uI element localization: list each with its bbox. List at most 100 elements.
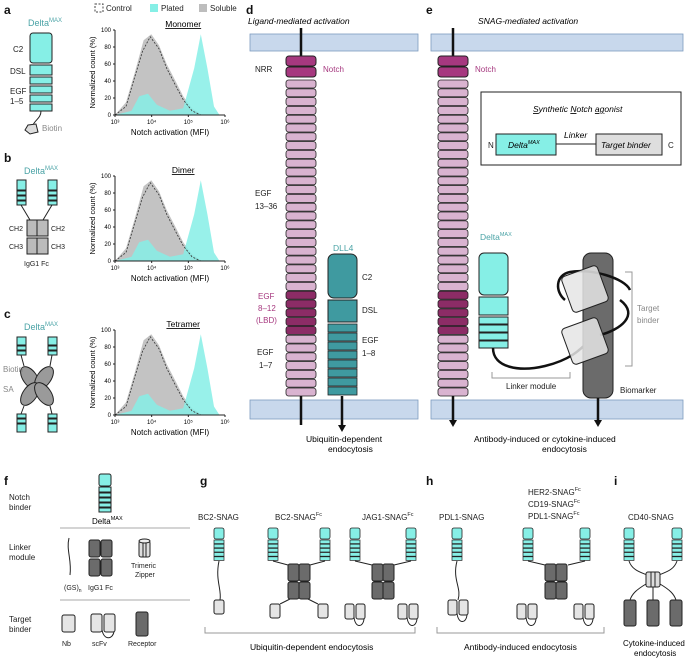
e-target-bracket xyxy=(625,271,633,367)
g-bc2: BC2-SNAG xyxy=(198,513,239,522)
lbd-egf-segment xyxy=(285,290,317,300)
deltamax-c2 xyxy=(671,527,683,540)
deltamax-egf xyxy=(349,539,361,544)
h-caption: Antibody-induced endocytosis xyxy=(464,642,577,652)
fc-domain xyxy=(555,581,568,600)
deltamax-egf xyxy=(267,552,279,557)
y-tick-label: 100 xyxy=(101,328,112,334)
deltamax-egf xyxy=(579,543,591,549)
scfv-linker xyxy=(456,612,468,622)
histogram-title: Dimer xyxy=(172,165,195,175)
e-snag-box: Synthetic Notch agonist N DeltaMAX Linke… xyxy=(480,91,682,166)
f-trimeric-1: Trimeric xyxy=(131,563,157,570)
egf-segment xyxy=(437,264,469,274)
fc-domain xyxy=(287,563,300,582)
deltamax-egf xyxy=(349,556,361,561)
dll4-egf-segment xyxy=(327,341,358,351)
d-title: Ligand-mediated activation xyxy=(248,16,350,26)
e-notch: Notch xyxy=(475,65,496,74)
y-tick-label: 100 xyxy=(101,174,112,180)
a-egf-range: 1–5 xyxy=(10,97,24,106)
svg-text:DeltaMAX: DeltaMAX xyxy=(508,140,540,150)
e-arrow-1 xyxy=(449,420,457,427)
egf-segment xyxy=(285,255,317,265)
egf-segment xyxy=(285,361,317,371)
f-igg: IgG1 Fc xyxy=(88,585,113,592)
egf-segment xyxy=(437,378,469,388)
deltamax-egf xyxy=(319,556,331,561)
deltamax-egf xyxy=(405,543,417,549)
d-dsl: DSL xyxy=(362,306,378,315)
x-tick-label: 10⁴ xyxy=(147,265,157,272)
f-linker-2: module xyxy=(9,553,36,562)
y-tick-label: 0 xyxy=(108,413,112,419)
deltamax-egf xyxy=(522,548,534,553)
f-deltamax xyxy=(98,473,112,513)
egf-segment xyxy=(437,185,469,195)
f-receptor: Receptor xyxy=(128,641,157,648)
deltamax-egf xyxy=(213,548,225,553)
d-nrr: NRR xyxy=(255,65,273,74)
deltamax-egf xyxy=(213,556,225,561)
c-tetramer-molecule xyxy=(16,336,58,433)
y-tick-label: 0 xyxy=(108,259,112,265)
f-receptor-shape xyxy=(135,611,149,637)
y-tick-label: 80 xyxy=(104,191,111,197)
deltamax-egf xyxy=(623,552,635,557)
hinge xyxy=(309,560,326,566)
a-delta-label: DeltaMAX xyxy=(28,18,62,28)
plated-curve xyxy=(115,334,225,415)
e-linker-module: Linker module xyxy=(506,382,557,391)
nrr-segment xyxy=(437,55,469,67)
panel-h-label: h xyxy=(426,474,433,488)
d-egf-8-range: 8–12 xyxy=(258,304,276,313)
lbd-egf-segment xyxy=(437,317,469,327)
deltamax-egf xyxy=(671,539,683,544)
hinge xyxy=(393,560,412,566)
egf-segment xyxy=(285,334,317,344)
egf-segment xyxy=(437,176,469,186)
h-pdl1: PDL1-SNAG xyxy=(439,513,484,522)
deltamax-egf xyxy=(267,539,279,544)
scfv-vh xyxy=(573,603,584,620)
deltamax-egf xyxy=(671,556,683,561)
deltamax-egf xyxy=(623,556,635,561)
svg-text:N: N xyxy=(488,141,494,150)
c-delta-label: DeltaMAX xyxy=(24,322,58,332)
h-constructs xyxy=(447,527,595,626)
i-cd40: CD40-SNAG xyxy=(628,513,674,522)
nrr-segment xyxy=(285,55,317,67)
h-cd19: CD19-SNAGFc xyxy=(528,499,580,509)
f-delta: DeltaMAX xyxy=(92,516,123,526)
nanobody xyxy=(213,599,225,615)
egf-segment xyxy=(285,229,317,239)
fc-domain xyxy=(544,581,557,600)
e-target: Target xyxy=(637,304,660,313)
deltamax-egf xyxy=(623,539,635,544)
y-tick-label: 40 xyxy=(104,225,111,231)
scfv-vl xyxy=(458,599,469,616)
egf-segment xyxy=(285,149,317,159)
receptor-domain xyxy=(646,599,660,627)
b-ch2-left: CH2 xyxy=(9,226,23,233)
fc-domain xyxy=(555,563,568,582)
lbd-egf-segment xyxy=(437,308,469,318)
egf-segment xyxy=(285,79,317,89)
nrr-segment xyxy=(285,66,317,78)
f-notch-binder-2: binder xyxy=(9,503,32,512)
egf-segment xyxy=(285,343,317,353)
h-her2: HER2-SNAGFc xyxy=(528,487,581,497)
y-tick-label: 60 xyxy=(104,362,111,368)
d-egf-d-range: 1–8 xyxy=(362,349,376,358)
deltamax-c2 xyxy=(623,527,635,540)
deltamax-egf xyxy=(579,539,591,544)
deltamax-egf xyxy=(405,556,417,561)
panel-c-label: c xyxy=(4,307,11,321)
egf-segment xyxy=(437,88,469,98)
y-axis-label: Normalized count (%) xyxy=(88,182,97,255)
e-target-binder xyxy=(556,265,632,365)
linker xyxy=(659,583,677,601)
svg-text:Linker: Linker xyxy=(564,130,588,140)
egf-segment xyxy=(285,97,317,106)
